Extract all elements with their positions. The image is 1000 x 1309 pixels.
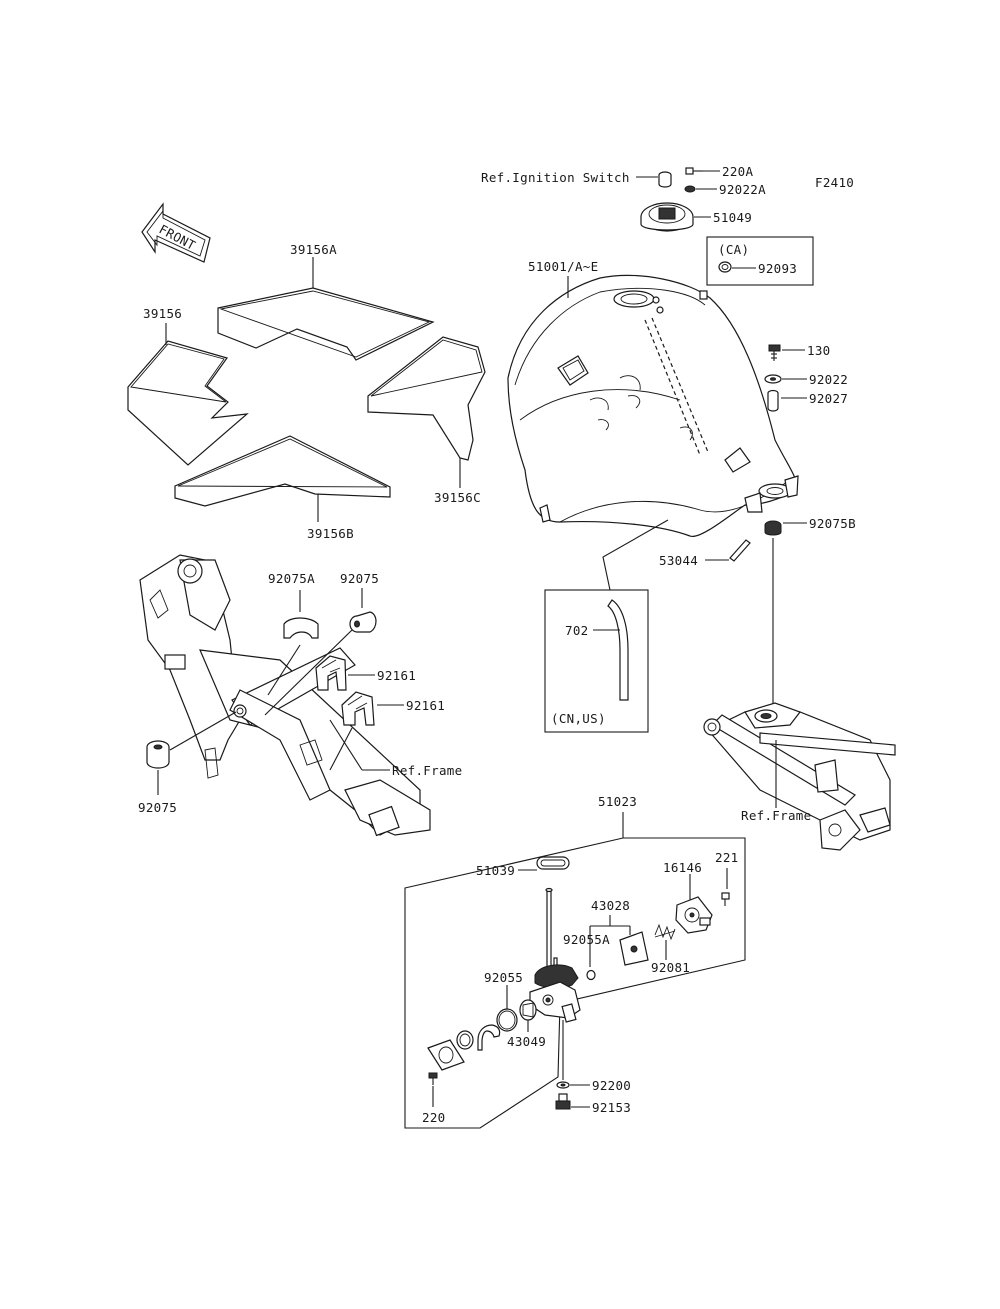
label-39156C: 39156C xyxy=(434,490,481,505)
seat-pads xyxy=(127,287,486,507)
damper-92075-top xyxy=(349,611,377,633)
label-92153: 92153 xyxy=(592,1100,631,1115)
frame-right xyxy=(703,702,896,851)
ignition-cylinder xyxy=(658,171,672,188)
collar-92027 xyxy=(767,389,779,412)
label-43049: 43049 xyxy=(507,1034,546,1049)
label-39156B: 39156B xyxy=(307,526,354,541)
ref-ignition-switch-label: Ref.Ignition Switch xyxy=(481,170,630,185)
washer-92022A xyxy=(684,185,696,193)
spring-92081 xyxy=(654,923,676,941)
label-39156: 39156 xyxy=(143,306,182,321)
fuel-cap xyxy=(640,202,694,232)
cap-92093-icon xyxy=(718,261,732,273)
plate-220 xyxy=(427,1039,465,1085)
label-43028: 43028 xyxy=(591,898,630,913)
screw-220A xyxy=(685,167,703,175)
fuel-tank xyxy=(507,274,799,537)
frame-left xyxy=(139,554,431,837)
label-16146: 16146 xyxy=(663,860,702,875)
label-92075-top: 92075 xyxy=(340,571,379,586)
label-92075A: 92075A xyxy=(268,571,315,586)
hose-702-icon xyxy=(607,599,629,701)
pin-53044 xyxy=(729,539,751,562)
filler-opening xyxy=(613,290,655,308)
label-92027: 92027 xyxy=(809,391,848,406)
ref-frame-left-label: Ref.Frame xyxy=(392,763,462,778)
diaphragm-43028 xyxy=(619,931,649,966)
label-92093: 92093 xyxy=(758,261,797,276)
pad-39156C-shape xyxy=(367,336,486,461)
label-51049: 51049 xyxy=(713,210,752,225)
tank-badge xyxy=(557,355,589,386)
label-130: 130 xyxy=(807,343,830,358)
figure-code: F2410 xyxy=(815,175,854,190)
bolt-130 xyxy=(768,344,781,361)
cover-16146 xyxy=(675,896,713,934)
pad-39156-shape xyxy=(127,340,249,466)
label-92161-b: 92161 xyxy=(406,698,445,713)
label-220A: 220A xyxy=(722,164,753,179)
label-51023: 51023 xyxy=(598,794,637,809)
label-92055: 92055 xyxy=(484,970,523,985)
ca-box-title: (CA) xyxy=(718,242,749,257)
label-702: 702 xyxy=(565,623,588,638)
rubber-92075A xyxy=(283,617,319,639)
label-92081: 92081 xyxy=(651,960,690,975)
oring-92055 xyxy=(496,1008,518,1032)
label-92075B: 92075B xyxy=(809,516,856,531)
label-53044: 53044 xyxy=(659,553,698,568)
label-92200: 92200 xyxy=(592,1078,631,1093)
label-92022: 92022 xyxy=(809,372,848,387)
screw-221 xyxy=(721,892,730,906)
cn-us-box-title: (CN,US) xyxy=(551,711,606,726)
pad-39156B-shape xyxy=(174,435,391,507)
fuel-cock-body xyxy=(529,964,581,1023)
ref-frame-right-label: Ref.Frame xyxy=(741,808,811,823)
label-92022A: 92022A xyxy=(719,182,766,197)
damper-92075-left xyxy=(146,740,170,769)
gasket-51039 xyxy=(536,856,570,870)
cn-us-box xyxy=(544,589,649,733)
label-92055A: 92055A xyxy=(563,932,610,947)
label-51001: 51001/A~E xyxy=(528,259,598,274)
label-39156A: 39156A xyxy=(290,242,337,257)
label-92161-a: 92161 xyxy=(377,668,416,683)
label-221: 221 xyxy=(715,850,738,865)
front-arrow-icon: FRONT xyxy=(141,202,211,263)
damper-92075B xyxy=(764,520,782,536)
label-92075-left: 92075 xyxy=(138,800,177,815)
lever-43049 xyxy=(519,999,537,1021)
bolt-92153 xyxy=(555,1093,571,1110)
label-51039: 51039 xyxy=(476,863,515,878)
bracket-92161-b xyxy=(341,691,375,726)
bracket-92161-a xyxy=(315,655,347,691)
pad-39156A-shape xyxy=(217,287,435,361)
packing xyxy=(456,1024,501,1051)
label-220: 220 xyxy=(422,1110,445,1125)
oring-92055A-icon xyxy=(586,969,596,981)
ca-box xyxy=(706,236,814,286)
